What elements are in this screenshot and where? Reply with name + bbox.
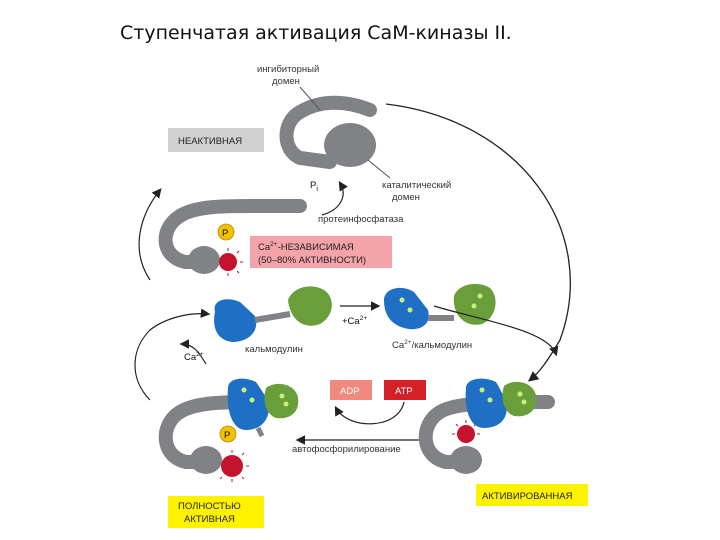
catalytic-domain-pointer bbox=[367, 159, 391, 179]
activated-box bbox=[476, 484, 588, 506]
label-inhibitory-domain-1: ингибиторный bbox=[257, 64, 319, 75]
ca-calmodulin-label: Ca2+/кальмодулин bbox=[392, 339, 472, 351]
ca-independent-box bbox=[250, 236, 392, 268]
ca-independent-line-1: Ca2+-НЕЗАВИСИМАЯ bbox=[258, 241, 354, 253]
diagram-title: Ступенчатая активация CaM-киназы II. bbox=[120, 22, 512, 44]
label-catalytic-domain-2: домен bbox=[392, 192, 420, 203]
phosphate-p-2: P bbox=[224, 430, 230, 441]
calmodulin-to-activated-arrow bbox=[433, 305, 559, 357]
activated-label: АКТИВИРОВАННАЯ bbox=[482, 491, 573, 502]
label-catalytic-domain-1: каталитический bbox=[382, 180, 451, 191]
kinase-activated bbox=[418, 378, 555, 474]
phosphate-p-1: P bbox=[222, 228, 228, 239]
protein-phosphatase-label: протеинфосфатаза bbox=[318, 214, 404, 225]
fully-active-box bbox=[168, 496, 264, 528]
inhibitory-domain-pointer bbox=[299, 86, 321, 111]
ca-release-arrow bbox=[179, 339, 207, 365]
inactive-label: НЕАКТИВНАЯ bbox=[178, 136, 242, 147]
ca-left-label: Ca2+ bbox=[184, 351, 204, 363]
adp-atp-arrow bbox=[334, 401, 405, 425]
label-inhibitory-domain-2: домен bbox=[272, 76, 300, 87]
cycle-arrow-left bbox=[138, 188, 162, 281]
cycle-arrow-right bbox=[385, 103, 571, 382]
phosphate-badge-2 bbox=[219, 425, 237, 443]
kinase-inactive bbox=[279, 95, 377, 169]
inactive-box bbox=[168, 128, 264, 152]
kinase-ca-independent bbox=[158, 199, 307, 276]
atp-label: ATP bbox=[395, 386, 413, 397]
adp-box bbox=[330, 380, 372, 400]
fully-active-line-2: АКТИВНАЯ bbox=[184, 514, 235, 525]
calmodulin-label: кальмодулин bbox=[245, 344, 303, 355]
phosphate-badge-1 bbox=[217, 223, 235, 241]
calmodulin-ca-bound bbox=[384, 283, 496, 330]
autophosphorylation-label: автофосфорилирование bbox=[292, 444, 401, 455]
adp-label: ADP bbox=[340, 386, 360, 397]
atp-box bbox=[384, 380, 426, 400]
phosphatase-arrow bbox=[321, 180, 348, 216]
ca-independent-line-2: (50–80% АКТИВНОСТИ) bbox=[258, 255, 366, 266]
kinase-fully-active bbox=[158, 378, 299, 482]
pi-label: Pi bbox=[310, 180, 318, 193]
calmodulin-free bbox=[214, 286, 332, 342]
fully-active-line-1: ПОЛНОСТЬЮ bbox=[178, 501, 241, 512]
plus-ca-label: +Ca2+ bbox=[342, 315, 367, 327]
fully-to-calmodulin-arrow bbox=[134, 308, 211, 401]
